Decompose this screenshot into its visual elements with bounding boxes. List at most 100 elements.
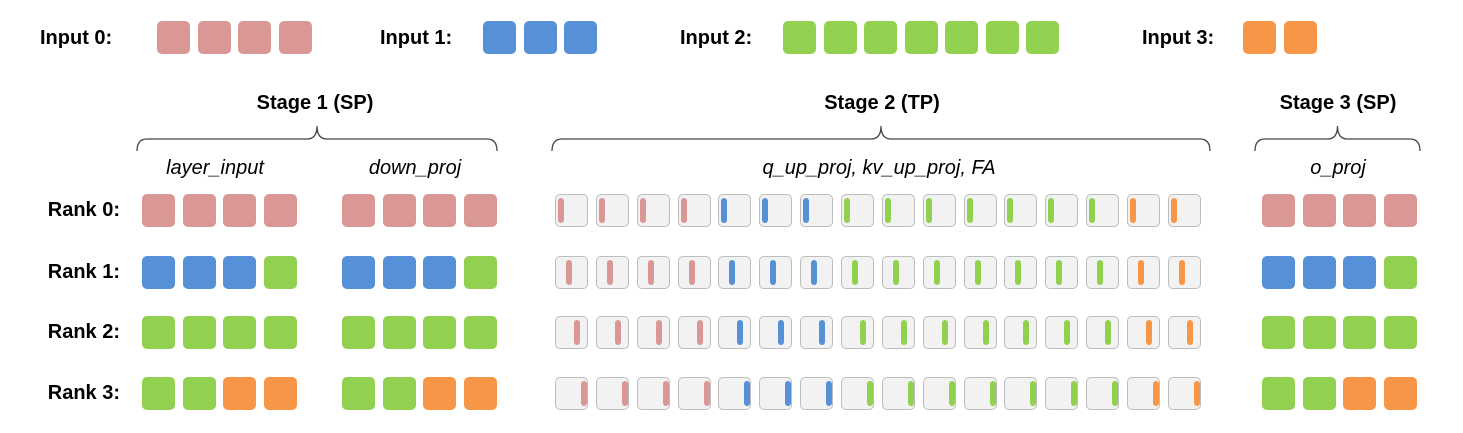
tp-block xyxy=(881,256,915,289)
tp-slice-bar xyxy=(1145,320,1152,345)
tp-block xyxy=(963,377,997,410)
tp-block xyxy=(922,377,956,410)
tp-block xyxy=(759,256,793,289)
tp-slice-bar xyxy=(680,198,687,223)
sp-block-stage3 xyxy=(1343,194,1376,227)
tp-slice-bar xyxy=(1152,381,1159,406)
tp-block xyxy=(718,256,752,289)
tp-block xyxy=(677,256,711,289)
sp-block-stage1-down-proj xyxy=(423,256,456,289)
tp-slice-bar xyxy=(843,198,850,223)
tp-slice-bar xyxy=(1056,260,1063,285)
sp-block-stage1-down-proj xyxy=(342,377,375,410)
tp-block xyxy=(759,194,793,227)
sp-block-stage1-down-proj xyxy=(342,194,375,227)
tp-block xyxy=(1086,316,1120,349)
tp-slice-bar xyxy=(948,381,955,406)
tp-block xyxy=(555,256,588,289)
tp-block xyxy=(1086,194,1120,227)
sp-block-stage1-layer-input xyxy=(263,194,297,227)
tp-block xyxy=(1045,377,1079,410)
tp-block xyxy=(922,194,956,227)
sp-block-stage1-down-proj xyxy=(382,256,416,289)
tp-slice-bar xyxy=(900,320,907,345)
tp-block xyxy=(595,256,629,289)
sp-block-stage1-layer-input xyxy=(223,316,256,349)
sp-block-stage1-layer-input xyxy=(182,194,216,227)
tp-slice-bar xyxy=(1105,320,1112,345)
tp-block xyxy=(1004,256,1038,289)
tp-slice-bar xyxy=(621,381,628,406)
sp-block-stage3 xyxy=(1343,377,1376,410)
input-3-block xyxy=(1243,21,1276,54)
tp-slice-bar xyxy=(974,260,981,285)
sp-block-stage1-layer-input xyxy=(263,316,297,349)
tp-block xyxy=(636,256,670,289)
input-1-block xyxy=(483,21,516,54)
sp-block-stage3 xyxy=(1302,256,1336,289)
tp-block xyxy=(555,316,588,349)
tp-slice-bar xyxy=(819,320,826,345)
input-label-3: Input 3: xyxy=(1142,27,1215,49)
tp-slice-bar xyxy=(941,320,948,345)
tp-block xyxy=(1004,377,1038,410)
input-2-block xyxy=(1026,21,1059,54)
sublabel-o-proj: o_proj xyxy=(1310,157,1366,179)
sublabel-layer-input: layer_input xyxy=(166,157,264,179)
brace xyxy=(551,125,1211,152)
tp-block xyxy=(595,194,629,227)
input-2-block xyxy=(904,21,938,54)
tp-block xyxy=(1004,194,1038,227)
sp-block-stage3 xyxy=(1383,316,1417,349)
sp-block-stage3 xyxy=(1343,316,1376,349)
sp-block-stage1-layer-input xyxy=(263,377,297,410)
tp-block xyxy=(963,256,997,289)
sp-block-stage3 xyxy=(1302,316,1336,349)
tp-block xyxy=(1126,256,1160,289)
tp-slice-bar xyxy=(1071,381,1078,406)
tp-block xyxy=(840,194,874,227)
tp-slice-bar xyxy=(1007,198,1014,223)
tp-block xyxy=(555,377,588,410)
tp-slice-bar xyxy=(1178,260,1185,285)
tp-slice-bar xyxy=(729,260,736,285)
tp-block xyxy=(677,194,711,227)
tp-slice-bar xyxy=(785,381,792,406)
input-1-block xyxy=(564,21,597,54)
tp-slice-bar xyxy=(1193,381,1200,406)
brace xyxy=(136,125,498,152)
tp-block xyxy=(963,194,997,227)
tp-slice-bar xyxy=(933,260,940,285)
tp-block xyxy=(636,316,670,349)
tp-block xyxy=(963,316,997,349)
sp-block-stage1-down-proj xyxy=(423,316,456,349)
input-2-block xyxy=(864,21,897,54)
tp-block xyxy=(1045,194,1079,227)
tp-slice-bar xyxy=(647,260,654,285)
tp-block xyxy=(1126,316,1160,349)
tp-slice-bar xyxy=(770,260,777,285)
tp-block xyxy=(1126,194,1160,227)
rank-label-0: Rank 0: xyxy=(47,199,120,221)
tp-block xyxy=(1167,256,1201,289)
tp-block xyxy=(840,377,874,410)
sp-block-stage1-down-proj xyxy=(382,316,416,349)
tp-block xyxy=(881,377,915,410)
tp-slice-bar xyxy=(1170,198,1177,223)
input-1-block xyxy=(523,21,557,54)
tp-block xyxy=(718,194,752,227)
tp-slice-bar xyxy=(1112,381,1119,406)
tp-slice-bar xyxy=(866,381,873,406)
sp-block-stage3 xyxy=(1343,256,1376,289)
tp-block xyxy=(718,377,752,410)
tp-slice-bar xyxy=(598,198,605,223)
tp-block xyxy=(1167,194,1201,227)
sp-block-stage3 xyxy=(1383,256,1417,289)
tp-block xyxy=(677,377,711,410)
tp-slice-bar xyxy=(639,198,646,223)
tp-slice-bar xyxy=(803,198,810,223)
sp-block-stage1-layer-input xyxy=(263,256,297,289)
sp-block-stage1-down-proj xyxy=(463,377,497,410)
